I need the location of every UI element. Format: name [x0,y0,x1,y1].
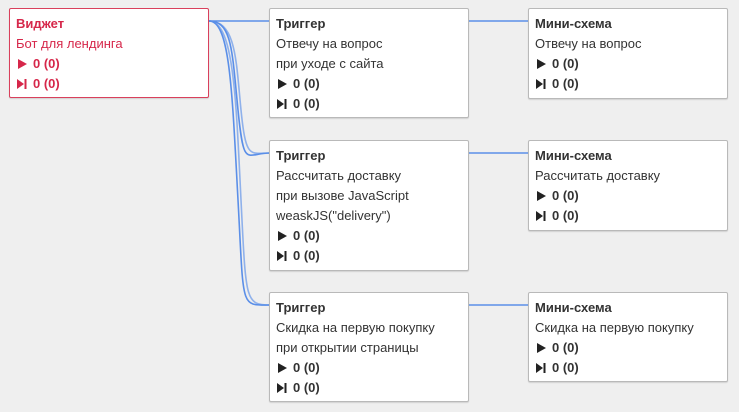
widget-subtitle: Бот для лендинга [16,36,123,51]
skip-end-icon [276,98,288,110]
mini-scheme-title: Мини-схема [535,16,612,31]
trigger-runs-count: 0 (0) [293,76,320,91]
play-icon [276,78,288,90]
mini-scheme-runs-count: 0 (0) [552,340,579,355]
trigger-runs: 0 (0) [276,358,462,378]
trigger-stops-count: 0 (0) [293,96,320,111]
mini-scheme-runs: 0 (0) [535,186,721,206]
mini-scheme-stops: 0 (0) [535,358,721,378]
mini-scheme-stops-count: 0 (0) [552,360,579,375]
play-icon [535,342,547,354]
trigger-stops: 0 (0) [276,94,462,114]
mini-scheme-stops-count: 0 (0) [552,208,579,223]
play-icon [16,58,28,70]
widget-runs: 0 (0) [16,54,202,74]
trigger-node-2[interactable]: Триггер Рассчитать доставку при вызове J… [269,140,469,271]
mini-scheme-node-2[interactable]: Мини-схема Рассчитать доставку 0 (0) 0 (… [528,140,728,231]
mini-scheme-runs: 0 (0) [535,54,721,74]
mini-scheme-stops: 0 (0) [535,74,721,94]
skip-end-icon [535,78,547,90]
mini-scheme-title: Мини-схема [535,300,612,315]
mini-scheme-description: Отвечу на вопрос [535,36,642,51]
widget-stops-count: 0 (0) [33,76,60,91]
play-icon [276,362,288,374]
mini-scheme-description: Рассчитать доставку [535,168,661,183]
trigger-stops: 0 (0) [276,378,462,398]
trigger-condition: при уходе с сайта [276,56,384,71]
skip-end-icon [16,78,28,90]
trigger-description: Рассчитать доставку [276,168,402,183]
mini-scheme-stops-count: 0 (0) [552,76,579,91]
trigger-runs-count: 0 (0) [293,228,320,243]
widget-runs-count: 0 (0) [33,56,60,71]
skip-end-icon [276,382,288,394]
widget-title: Виджет [16,16,65,31]
play-icon [535,190,547,202]
widget-stops: 0 (0) [16,74,202,94]
trigger-title: Триггер [276,16,326,31]
connector-widget-trigger-3b [208,20,271,306]
skip-end-icon [535,362,547,374]
mini-scheme-runs: 0 (0) [535,338,721,358]
play-icon [535,58,547,70]
skip-end-icon [276,250,288,262]
trigger-title: Триггер [276,148,326,163]
trigger-stops-count: 0 (0) [293,380,320,395]
skip-end-icon [535,210,547,222]
mini-scheme-node-1[interactable]: Мини-схема Отвечу на вопрос 0 (0) 0 (0) [528,8,728,99]
trigger-description: Скидка на первую покупку [276,320,435,335]
mini-scheme-runs-count: 0 (0) [552,56,579,71]
trigger-stops-count: 0 (0) [293,248,320,263]
trigger-runs-count: 0 (0) [293,360,320,375]
mini-scheme-stops: 0 (0) [535,206,721,226]
trigger-condition: при открытии страницы [276,340,419,355]
trigger-stops: 0 (0) [276,246,462,266]
play-icon [276,230,288,242]
trigger-title: Триггер [276,300,326,315]
trigger-node-3[interactable]: Триггер Скидка на первую покупку при отк… [269,292,469,402]
mini-scheme-node-3[interactable]: Мини-схема Скидка на первую покупку 0 (0… [528,292,728,382]
connector-widget-trigger-2 [208,20,271,157]
trigger-node-1[interactable]: Триггер Отвечу на вопрос при уходе с сай… [269,8,469,118]
mini-scheme-title: Мини-схема [535,148,612,163]
mini-scheme-runs-count: 0 (0) [552,188,579,203]
trigger-condition: при вызове JavaScript [276,188,409,203]
connector-widget-trigger-3 [208,20,271,306]
trigger-runs: 0 (0) [276,226,462,246]
trigger-runs: 0 (0) [276,74,462,94]
connector-widget-trigger-2b [208,20,271,155]
widget-node[interactable]: Виджет Бот для лендинга 0 (0) 0 (0) [9,8,209,98]
trigger-description: Отвечу на вопрос [276,36,383,51]
trigger-code: weaskJS("delivery") [276,208,391,223]
mini-scheme-description: Скидка на первую покупку [535,320,694,335]
